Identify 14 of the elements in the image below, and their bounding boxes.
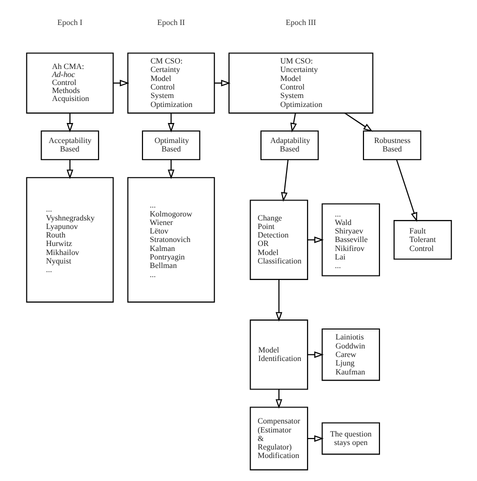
arrow (307, 435, 324, 442)
arrow (66, 113, 73, 132)
arrow (307, 351, 324, 358)
arrow (275, 389, 282, 409)
arrow (396, 160, 417, 222)
arrow (66, 160, 73, 180)
arrow (307, 236, 324, 244)
arrow (290, 113, 296, 132)
arrow (275, 280, 282, 322)
arrow (112, 80, 129, 86)
arrow (167, 113, 174, 132)
arrow (280, 160, 288, 202)
arrow (167, 160, 174, 180)
arrow (344, 112, 372, 132)
